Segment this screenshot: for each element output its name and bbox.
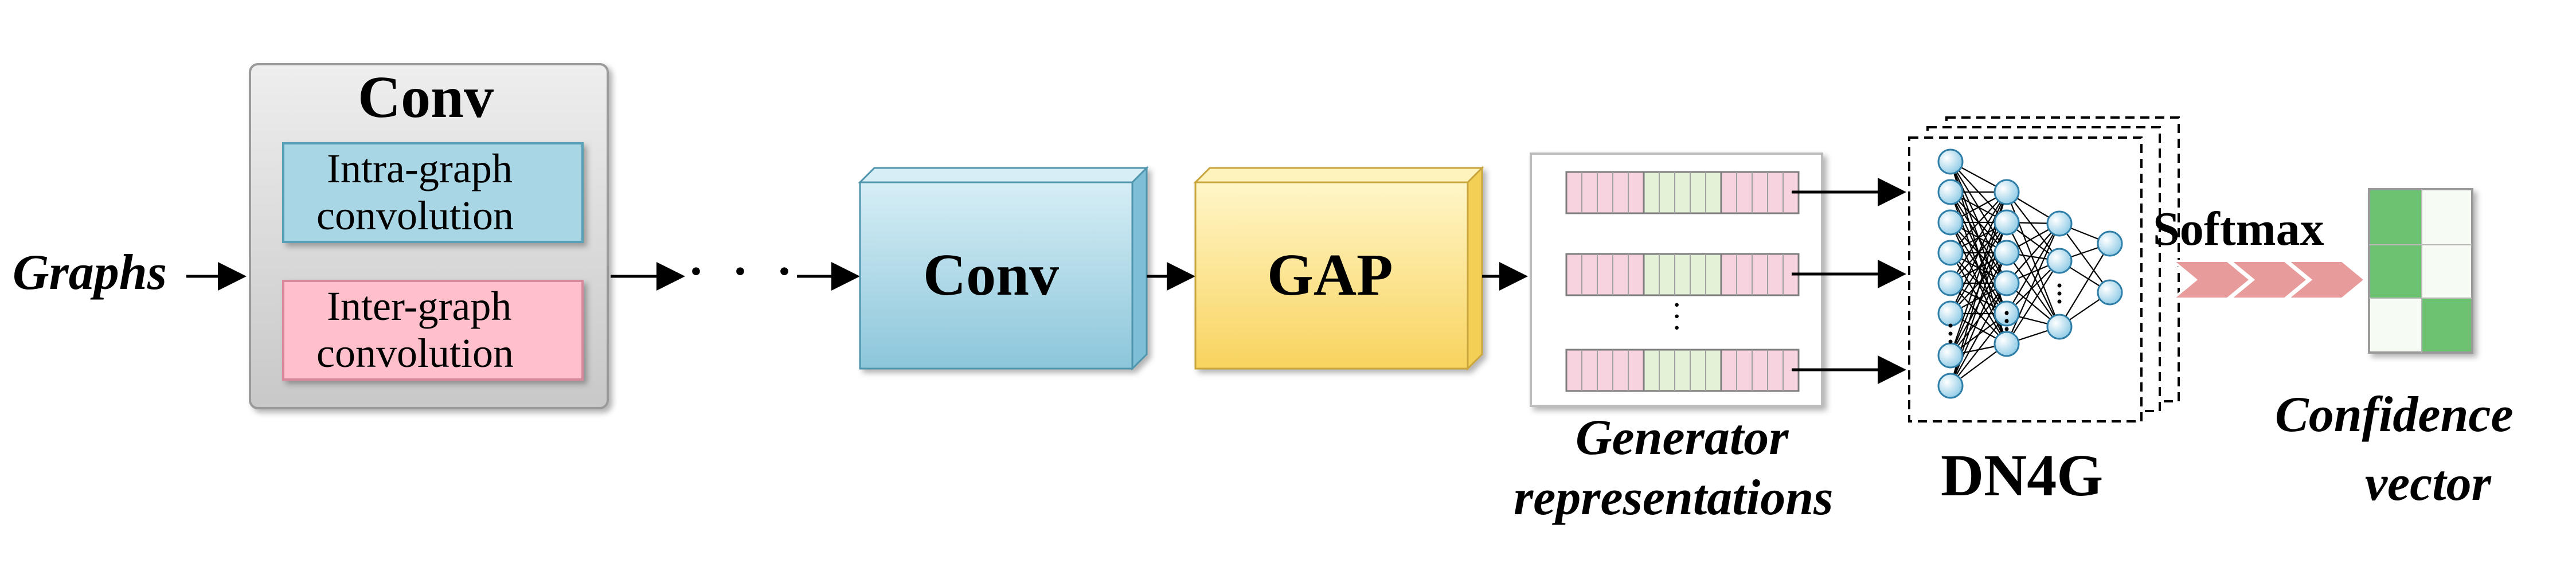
chevron-arrow-icon: [2284, 260, 2367, 300]
network-node: [1937, 240, 1964, 266]
network-node: [2097, 279, 2123, 306]
generator-label-line1: Generator: [1576, 410, 1789, 466]
dn4g-network: [1937, 148, 2123, 399]
generator-dots: · · ·: [1673, 292, 1681, 341]
inter-graph-line1: Inter-graph: [327, 283, 512, 329]
generator-label-line2: representations: [1514, 470, 1834, 526]
ellipsis-dots: · · ·: [688, 245, 801, 298]
gap-cube: [1193, 166, 1484, 371]
representation-vector: [1565, 171, 1800, 214]
softmax-label: Softmax: [2153, 202, 2324, 256]
intra-graph-box: [282, 142, 584, 243]
representation-vector: [1565, 349, 1800, 392]
inter-graph-line2: convolution: [316, 330, 514, 376]
network-node: [1993, 179, 2020, 205]
confidence-vector: [2368, 188, 2473, 354]
conv-cube: [858, 166, 1149, 371]
network-node: [1993, 331, 2020, 357]
network-node: [1937, 342, 1964, 369]
confidence-label-line2: vector: [2365, 456, 2491, 511]
inter-graph-box: [282, 280, 584, 381]
conv-cube-label: Conv: [923, 242, 1059, 308]
intra-graph-line2: convolution: [316, 193, 514, 238]
network-node: [1937, 300, 1964, 327]
dn4g-label: DN4G: [1941, 443, 2104, 508]
intra-graph-line1: Intra-graph: [327, 146, 513, 191]
network-node: [2046, 248, 2073, 274]
network-node: [1937, 373, 1964, 399]
network-node: [1993, 270, 2020, 296]
network-node: [1937, 209, 1964, 236]
gap-cube-label: GAP: [1267, 242, 1393, 308]
representation-vector: [1565, 253, 1800, 296]
network-node: [2097, 230, 2123, 257]
confidence-cell: [2370, 190, 2422, 245]
network-node: [1937, 148, 1964, 175]
network-node: [2046, 314, 2073, 340]
network-node: [1993, 209, 2020, 236]
confidence-label-line1: Confidence: [2275, 387, 2514, 443]
network-node: [1937, 270, 1964, 296]
generator-vectors: [1565, 171, 1800, 392]
graphs-label: Graphs: [13, 245, 167, 300]
confidence-cell: [2370, 245, 2422, 298]
chevron-arrow-icon: [2170, 260, 2253, 300]
network-node: [1937, 179, 1964, 205]
chevron-arrow-icon: [2227, 260, 2310, 300]
conv-block-title: Conv: [358, 64, 494, 130]
softmax-chevrons: [2170, 260, 2367, 300]
confidence-cell: [2422, 298, 2471, 351]
network-node: [1993, 240, 2020, 266]
network-node: [2046, 210, 2073, 237]
